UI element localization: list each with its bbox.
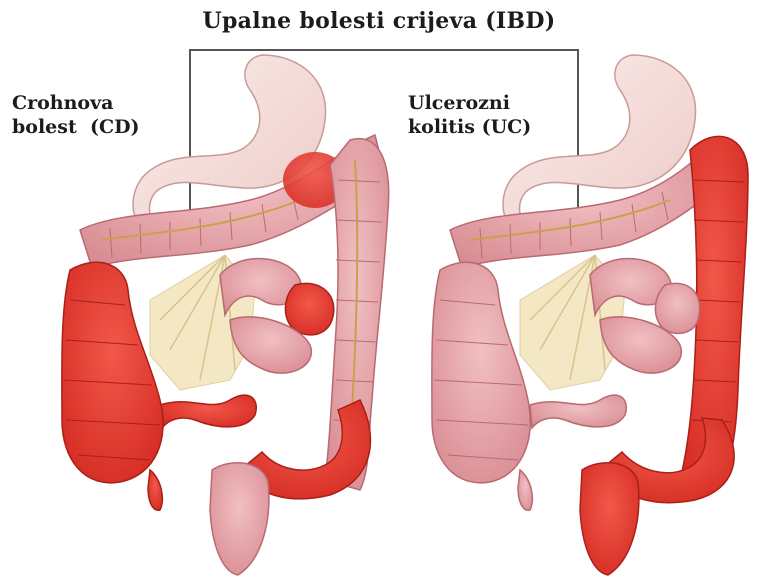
ascending-colon-inflamed xyxy=(62,262,163,483)
diagram-title: Upalne bolesti crijeva (IBD) xyxy=(0,8,758,36)
uc-label-line1: Ulcerozni xyxy=(408,92,531,116)
ascending-colon xyxy=(432,262,530,483)
small-intestine-loop-2 xyxy=(655,283,699,333)
ileum-inflamed xyxy=(160,395,256,428)
crohns-disease-label: Crohnova bolest (CD) xyxy=(12,92,140,140)
ulcerative-colitis-label: Ulcerozni kolitis (UC) xyxy=(408,92,531,140)
uc-label-line2: kolitis (UC) xyxy=(408,116,531,140)
rectum xyxy=(210,463,269,575)
crohns-label-line2: bolest (CD) xyxy=(12,116,140,140)
ileum xyxy=(530,395,626,428)
small-intestine-inflamed xyxy=(285,283,333,334)
appendix xyxy=(518,470,532,510)
rectum-inflamed xyxy=(580,463,639,575)
appendix xyxy=(148,470,162,510)
crohns-label-line1: Crohnova xyxy=(12,92,140,116)
